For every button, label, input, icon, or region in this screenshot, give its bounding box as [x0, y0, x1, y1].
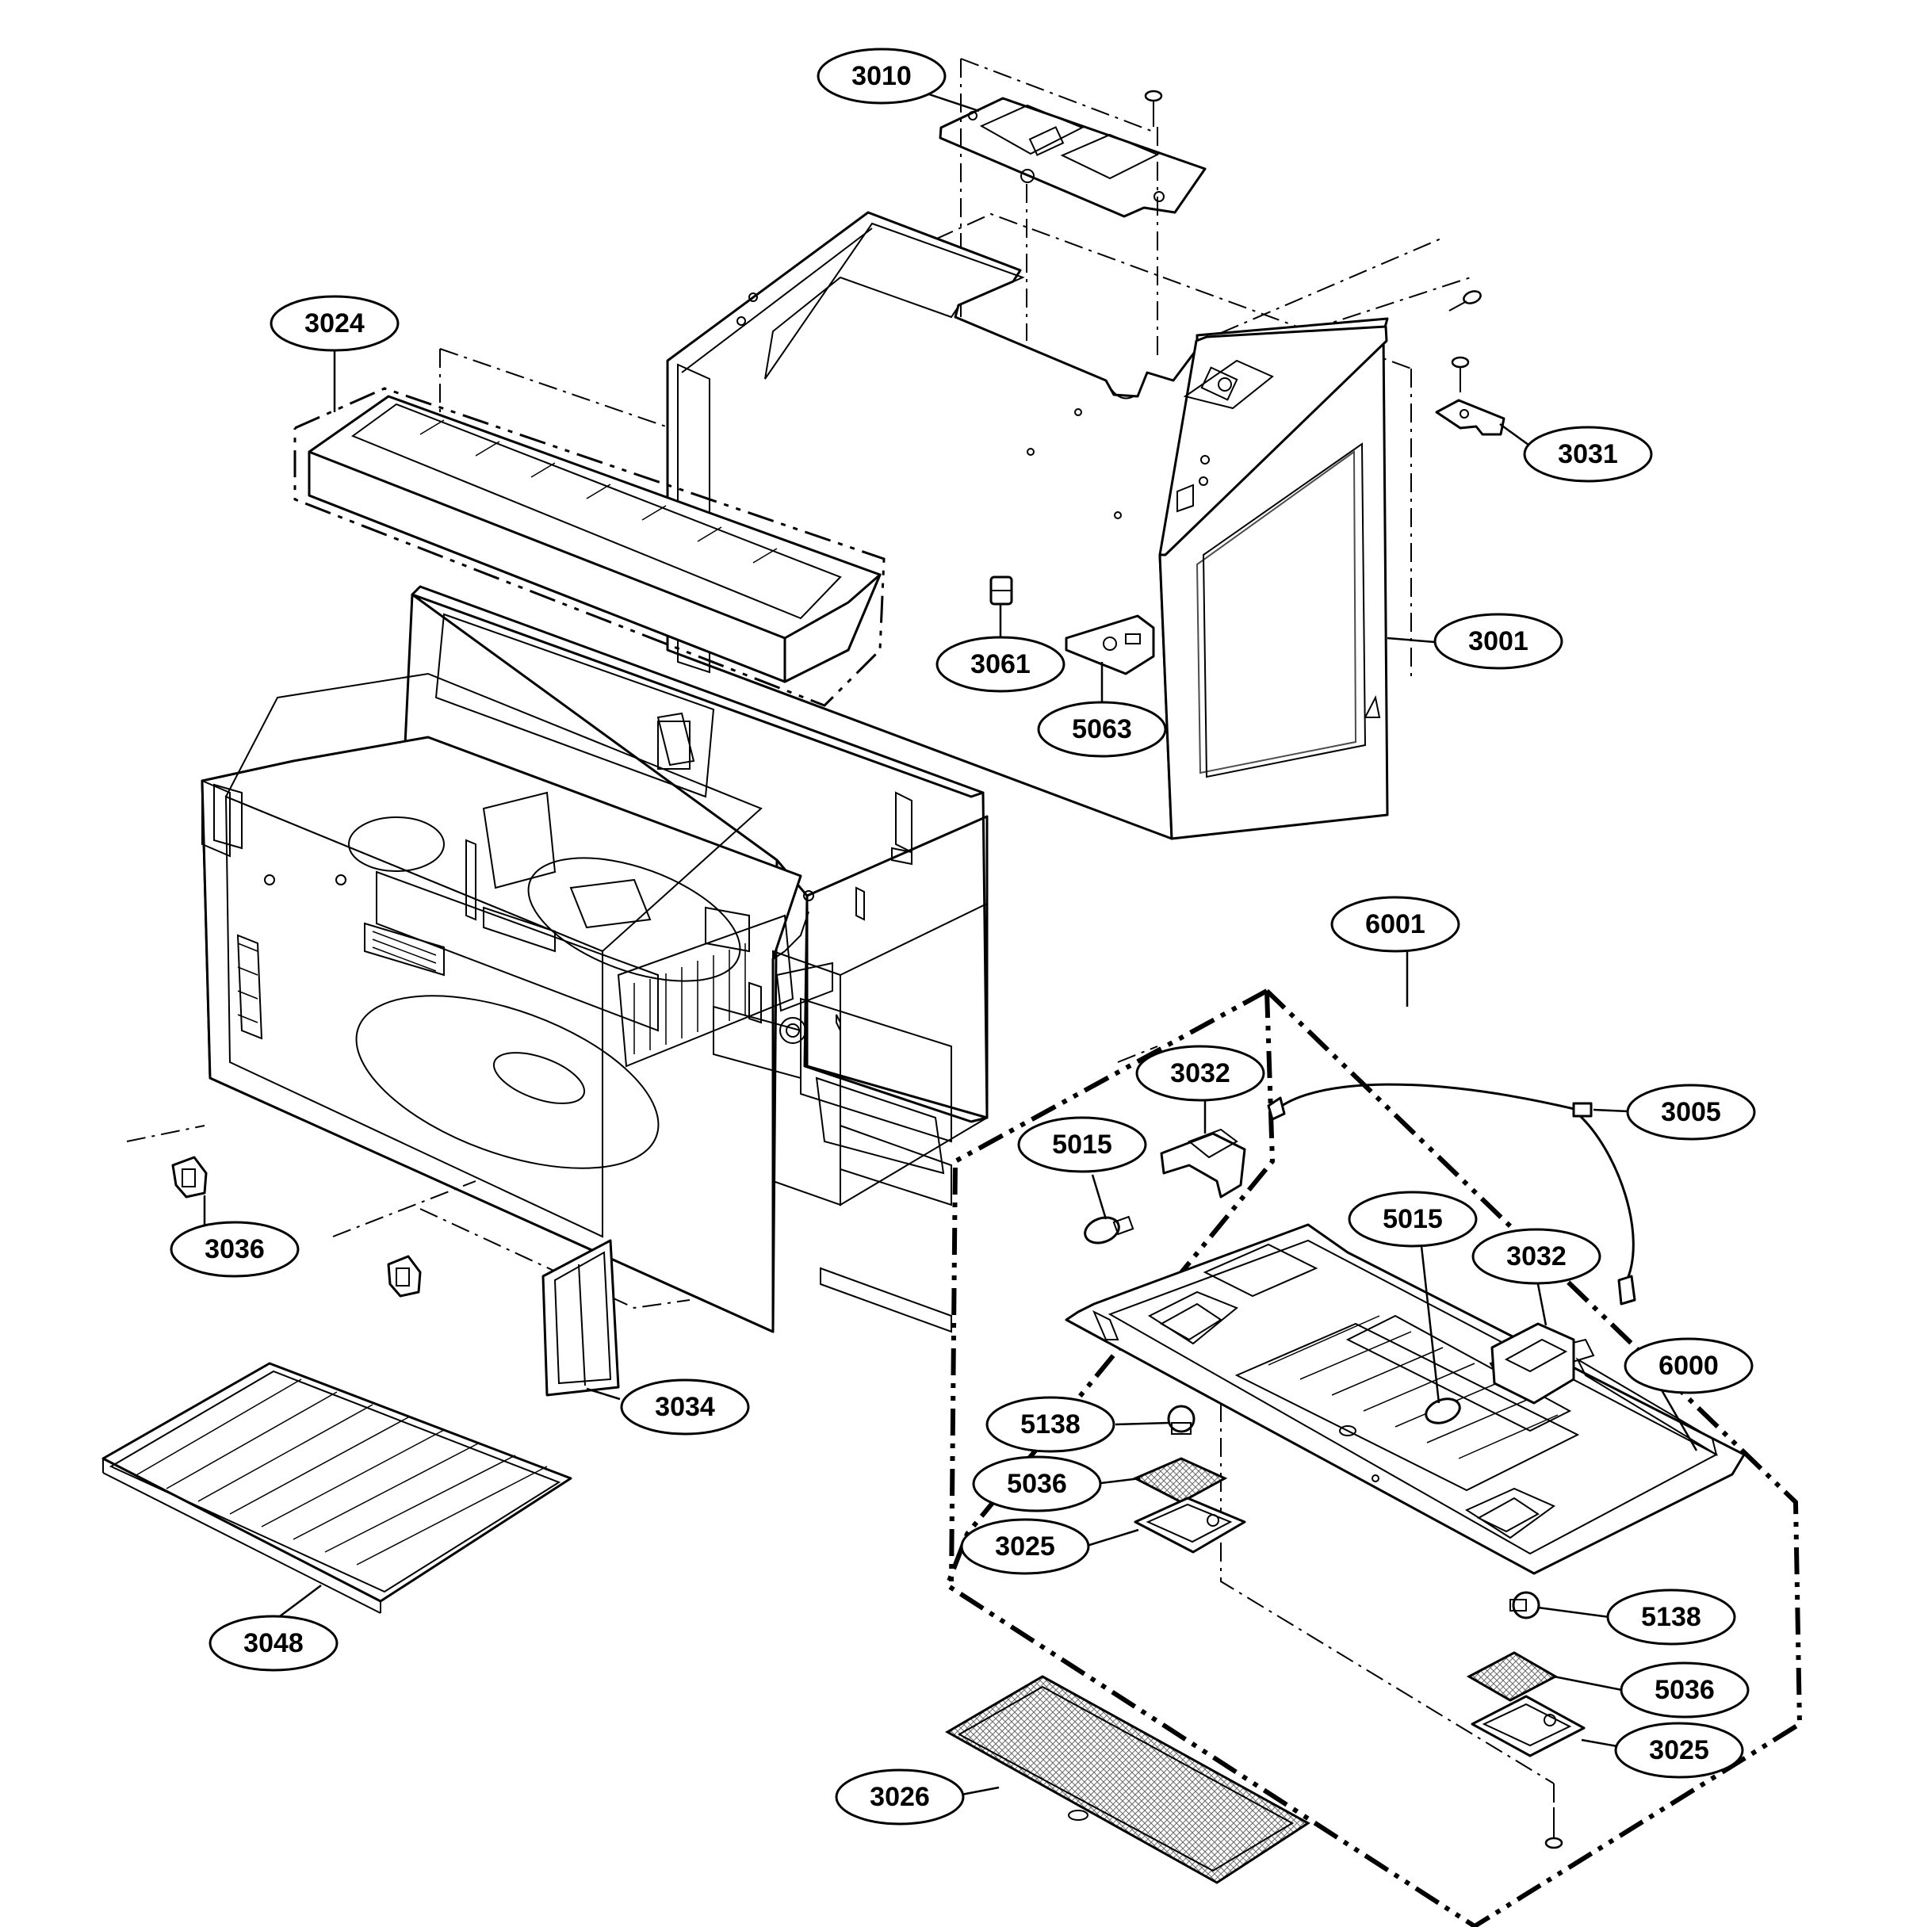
callout-label: 5015 — [1383, 1204, 1443, 1234]
callout-5015-center: 5015 — [1348, 1191, 1478, 1248]
filter-5036-right — [1466, 1651, 1559, 1702]
callout-label: 3032 — [1506, 1241, 1567, 1271]
clip-3036-center — [387, 1255, 422, 1298]
bracket-5063 — [1065, 614, 1155, 675]
switch-3061 — [989, 575, 1013, 606]
callout-3032-top: 3032 — [1135, 1045, 1265, 1102]
callout-3001: 3001 — [1433, 613, 1563, 670]
socket-5138-left — [1167, 1405, 1196, 1435]
callout-3032-center: 3032 — [1471, 1228, 1601, 1285]
screw-icon — [1544, 1807, 1563, 1849]
callout-6001: 6001 — [1330, 896, 1460, 953]
callout-5015-left: 5015 — [1017, 1116, 1147, 1173]
callout-label: 5138 — [1641, 1602, 1701, 1632]
callout-label: 3048 — [243, 1628, 304, 1658]
callout-6000: 6000 — [1624, 1337, 1754, 1394]
callout-3036: 3036 — [170, 1221, 300, 1278]
callout-5138-left: 5138 — [985, 1396, 1115, 1453]
screw-icon — [1451, 356, 1470, 392]
callout-3010: 3010 — [817, 48, 947, 105]
top-plate-3010 — [939, 97, 1207, 218]
cover-3025-right — [1471, 1695, 1586, 1757]
callout-3031: 3031 — [1523, 426, 1653, 483]
callout-label: 3024 — [304, 308, 365, 338]
callout-3034: 3034 — [620, 1378, 750, 1436]
wire-harness-3005 — [1267, 1083, 1636, 1306]
callout-3025-right: 3025 — [1614, 1722, 1744, 1779]
vent-cover-3034 — [541, 1239, 620, 1397]
screw-icon — [1144, 90, 1163, 127]
callout-3025-left: 3025 — [960, 1518, 1090, 1575]
callout-5036-left: 5036 — [972, 1455, 1102, 1512]
oven-rack-3048 — [101, 1362, 572, 1614]
callout-label: 5036 — [1007, 1469, 1067, 1499]
hood-cover-6000 — [1065, 1223, 1746, 1575]
callout-label: 3032 — [1170, 1058, 1230, 1088]
callout-label: 3036 — [205, 1234, 265, 1264]
grille-3024 — [293, 387, 886, 707]
group-outline-6001 — [944, 988, 1803, 1927]
callout-label: 5138 — [1020, 1409, 1081, 1440]
callout-label: 6000 — [1658, 1351, 1719, 1381]
callout-label: 3061 — [970, 649, 1031, 679]
filter-5036-left — [1132, 1457, 1228, 1504]
callout-5036-right: 5036 — [1620, 1661, 1750, 1719]
callout-label: 3025 — [995, 1531, 1055, 1562]
callout-label: 3026 — [870, 1782, 930, 1812]
lamp-holder-3032-left — [1160, 1128, 1246, 1199]
lamp-holder-3032-right — [1490, 1322, 1575, 1405]
callout-label: 3025 — [1649, 1735, 1709, 1765]
inner-cavity — [201, 585, 989, 1333]
socket-5138-right — [1509, 1591, 1540, 1619]
bulb-5015-left — [1084, 1215, 1134, 1245]
clip-3036-left — [171, 1156, 208, 1199]
screw-icon — [1448, 290, 1482, 312]
bracket-3031 — [1435, 399, 1505, 436]
callout-3005: 3005 — [1626, 1084, 1756, 1141]
callout-3061: 3061 — [935, 636, 1065, 693]
guide-lines-clips — [126, 1125, 691, 1310]
callout-label: 3010 — [851, 61, 912, 91]
callout-label: 3034 — [655, 1392, 715, 1422]
callout-3026: 3026 — [835, 1768, 965, 1826]
callout-label: 6001 — [1365, 909, 1425, 939]
callout-5063: 5063 — [1037, 701, 1167, 758]
callout-3048: 3048 — [209, 1615, 339, 1672]
callout-label: 3005 — [1661, 1097, 1721, 1127]
cover-3025-left — [1134, 1497, 1246, 1554]
callout-label: 5036 — [1655, 1675, 1715, 1705]
callout-label: 5063 — [1072, 714, 1132, 744]
callout-label: 3001 — [1468, 626, 1528, 656]
callout-label: 5015 — [1052, 1130, 1112, 1160]
grease-filter-3026 — [944, 1675, 1310, 1884]
callout-3024: 3024 — [270, 295, 400, 352]
callout-5138-right: 5138 — [1606, 1589, 1736, 1646]
callout-label: 3031 — [1558, 439, 1618, 469]
